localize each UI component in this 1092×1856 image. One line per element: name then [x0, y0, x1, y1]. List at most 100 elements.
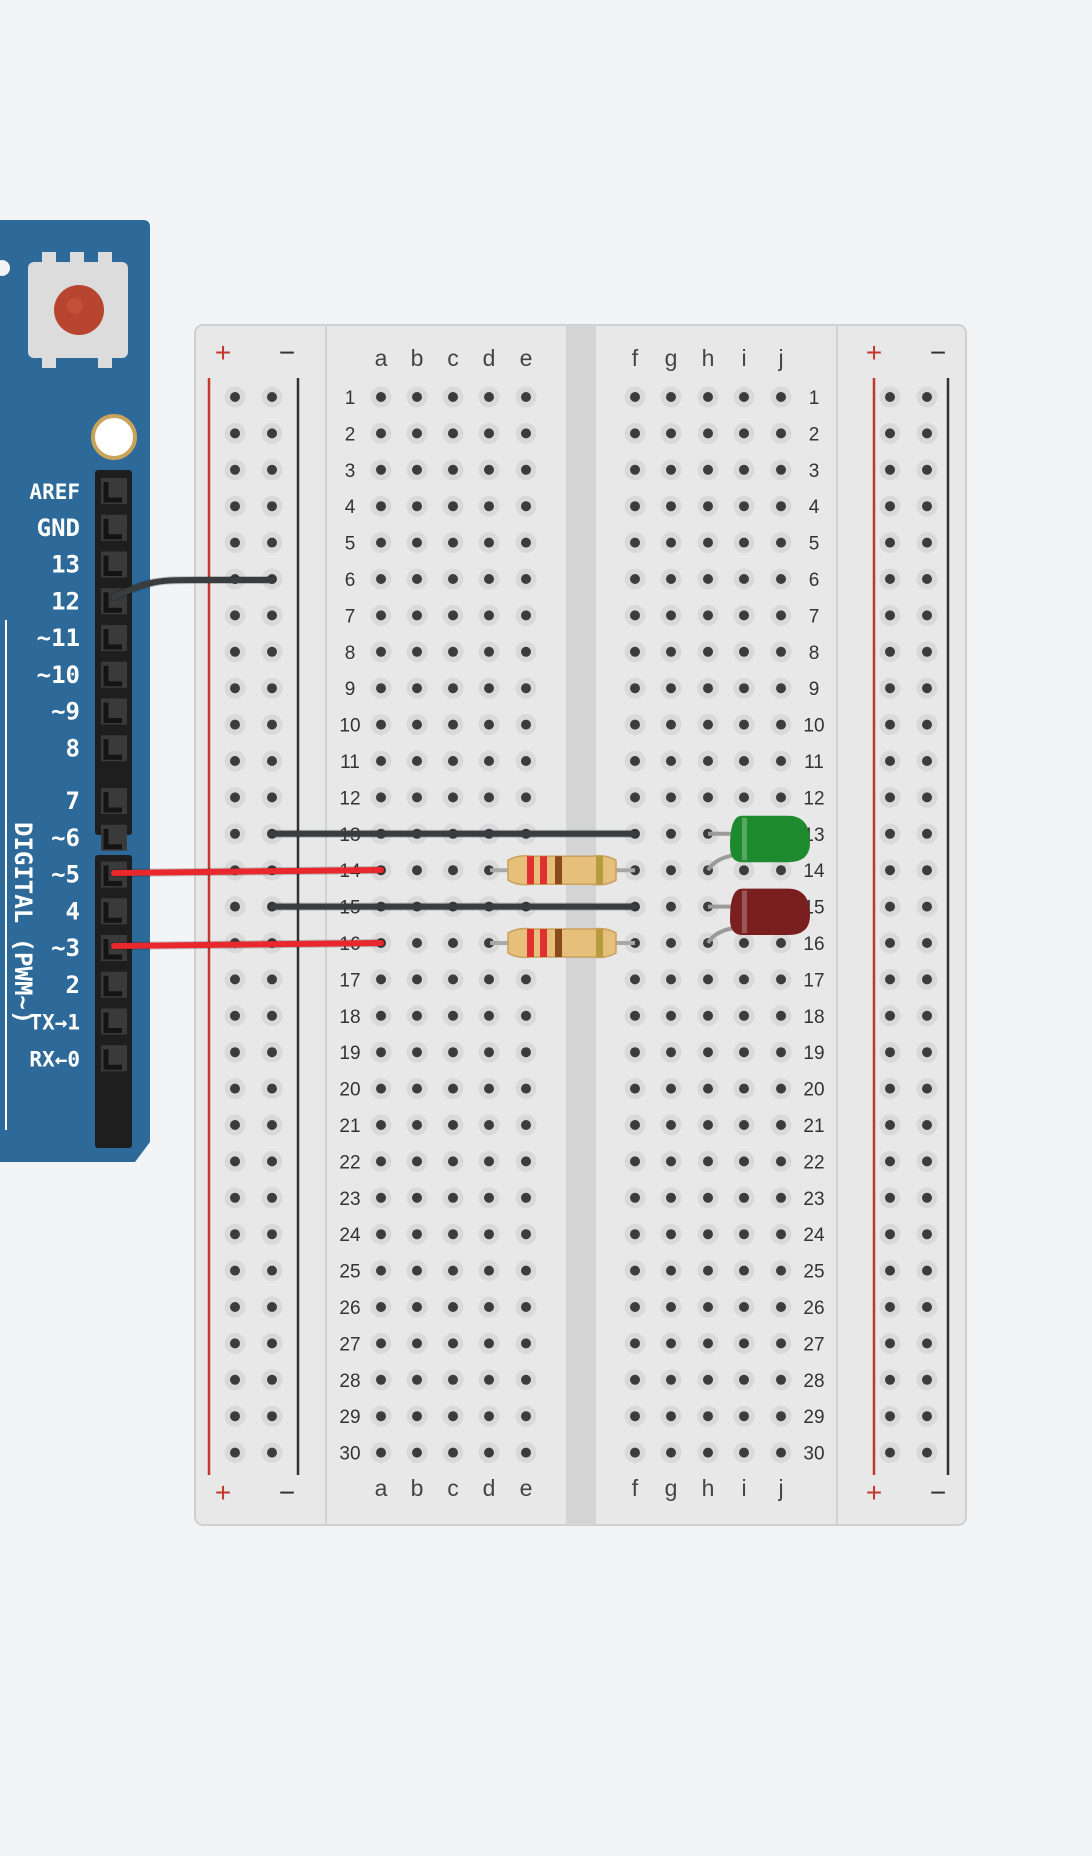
- hole-center: [703, 1083, 713, 1094]
- arduino-pin-6[interactable]: ~10: [37, 661, 127, 689]
- hole-center: [230, 1265, 240, 1276]
- hole-center: [230, 719, 240, 730]
- arduino-pin-8[interactable]: 8: [66, 734, 127, 762]
- hole-center: [739, 1265, 749, 1276]
- wire-pin-7[interactable]: [111, 867, 384, 876]
- row-number-right: 24: [803, 1225, 825, 1246]
- hole-center: [484, 501, 494, 512]
- hole-center: [739, 537, 749, 548]
- wire-pin-5[interactable]: [111, 940, 384, 949]
- hole-center: [703, 574, 713, 584]
- hole-center: [412, 1411, 422, 1422]
- hole-center: [739, 938, 749, 948]
- hole-center: [267, 537, 277, 548]
- column-label-f-top: f: [632, 345, 639, 371]
- arduino-pin-16[interactable]: RX←0: [29, 1045, 127, 1072]
- hole-center: [521, 792, 531, 803]
- hole-center: [267, 464, 277, 475]
- hole-center: [922, 1120, 932, 1130]
- arduino-pin-14[interactable]: 2: [66, 971, 127, 999]
- hole-center: [521, 1083, 531, 1094]
- hole-center: [267, 1083, 277, 1094]
- rail-minus-label-left-bottom: −: [279, 1477, 295, 1508]
- hole-center: [484, 1192, 494, 1203]
- hole-center: [267, 1302, 277, 1312]
- hole-center: [630, 1156, 640, 1167]
- hole-center: [922, 1265, 932, 1276]
- hole-center: [885, 392, 895, 402]
- rail-separator-right: [836, 325, 838, 1525]
- led-red[interactable]: [706, 888, 810, 945]
- hole-center: [703, 1010, 713, 1021]
- hole-center: [776, 1374, 786, 1385]
- arduino-pin-15[interactable]: TX→1: [29, 1008, 127, 1035]
- arduino-pin-12[interactable]: 4: [66, 897, 127, 925]
- hole-center: [412, 756, 422, 766]
- hole-center: [412, 646, 422, 657]
- arduino-pin-13[interactable]: ~3: [51, 934, 127, 962]
- arduino-pin-5[interactable]: ~11: [37, 624, 127, 652]
- row-number-left: 12: [339, 788, 360, 809]
- hole-center: [739, 392, 749, 402]
- hole-center: [521, 756, 531, 766]
- row-number-right: 8: [809, 643, 820, 664]
- hole-center: [885, 683, 895, 694]
- hole-center: [230, 1120, 240, 1130]
- hole-center: [666, 1192, 676, 1203]
- hole-center: [376, 756, 386, 766]
- column-label-i-top: i: [741, 345, 746, 371]
- hole-center: [776, 428, 786, 439]
- rail-plus-label-right-bottom: +: [866, 1477, 882, 1508]
- hole-center: [230, 1156, 240, 1167]
- hole-center: [776, 1083, 786, 1094]
- hole-center: [630, 646, 640, 657]
- column-label-b-top: b: [411, 345, 424, 371]
- arduino-pin-1[interactable]: AREF: [29, 478, 127, 504]
- hole-center: [230, 1374, 240, 1385]
- hole-center: [376, 1265, 386, 1276]
- hole-center: [739, 1047, 749, 1058]
- arduino-pin-3[interactable]: 13: [51, 551, 127, 579]
- row-number-right: 7: [809, 606, 820, 627]
- hole-center: [484, 719, 494, 730]
- wire-gnd[interactable]: [111, 577, 275, 600]
- hole-center: [922, 392, 932, 402]
- hole-center: [922, 719, 932, 730]
- hole-center: [521, 537, 531, 548]
- hole-center: [521, 574, 531, 584]
- components[interactable]: [110, 576, 810, 959]
- resistor-row-16[interactable]: [490, 927, 635, 959]
- arduino-pin-10[interactable]: ~6: [51, 824, 127, 852]
- arduino-pin-7[interactable]: ~9: [51, 698, 127, 726]
- hole-center: [885, 1302, 895, 1312]
- hole-center: [412, 1447, 422, 1458]
- reset-button-icon[interactable]: [28, 252, 128, 368]
- pin-label: GND: [37, 514, 80, 542]
- hole-center: [776, 1010, 786, 1021]
- led-green[interactable]: [706, 815, 810, 872]
- mounting-hole: [0, 260, 10, 276]
- hole-center: [230, 828, 240, 839]
- hole-center: [922, 501, 932, 512]
- hole-center: [885, 537, 895, 548]
- hole-center: [376, 792, 386, 803]
- hole-center: [885, 1156, 895, 1167]
- hole-center: [267, 683, 277, 694]
- arduino-pin-2[interactable]: GND: [37, 514, 127, 542]
- hole-center: [376, 1192, 386, 1203]
- center-channel: [566, 325, 596, 1525]
- hole-center: [412, 1265, 422, 1276]
- hole-center: [376, 610, 386, 621]
- hole-center: [521, 1265, 531, 1276]
- resistor-row-14[interactable]: [490, 854, 635, 886]
- hole-center: [521, 1156, 531, 1167]
- hole-center: [703, 501, 713, 512]
- hole-center: [376, 1338, 386, 1349]
- arduino-pin-9[interactable]: 7: [66, 787, 127, 815]
- hole-center: [666, 646, 676, 657]
- hole-center: [448, 1010, 458, 1021]
